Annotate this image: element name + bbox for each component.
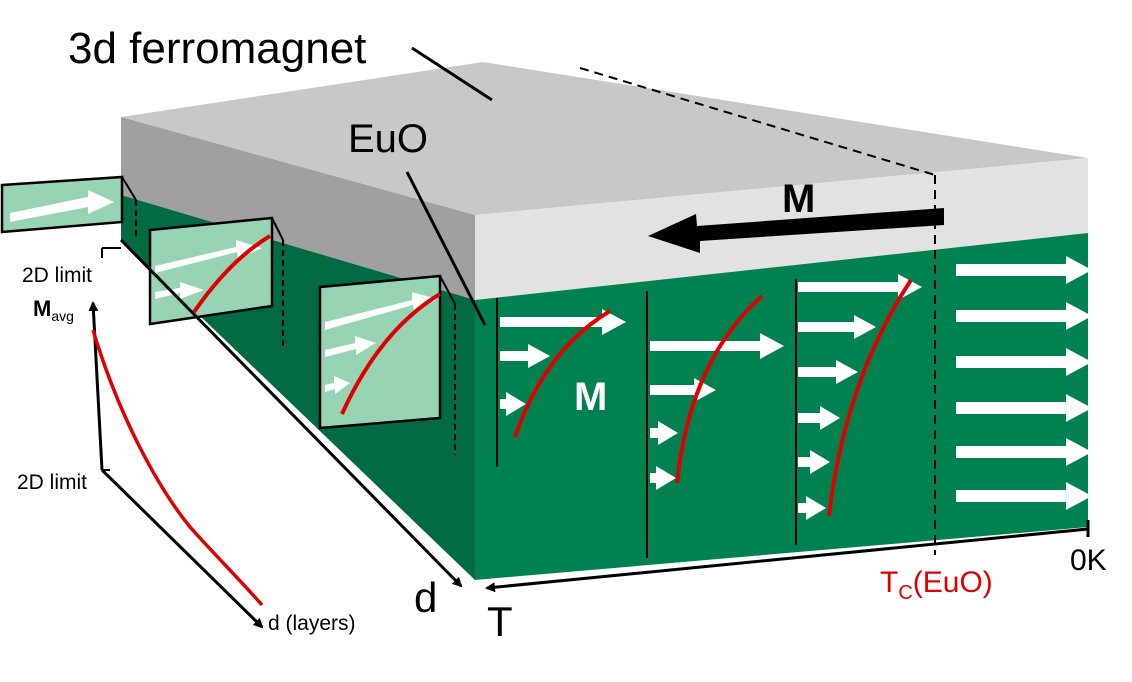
tc-label-rest: (EuO) bbox=[913, 566, 993, 599]
white-right-arrow-icon bbox=[956, 438, 1092, 466]
magnetization-arrows bbox=[500, 256, 1092, 520]
white-right-arrow-icon bbox=[500, 309, 626, 335]
profile-curve-1 bbox=[513, 309, 612, 438]
axis-d bbox=[119, 238, 463, 588]
d-layers-label: d (layers) bbox=[268, 612, 356, 635]
white-right-arrow-icon bbox=[798, 274, 922, 300]
euo-label: EuO bbox=[348, 117, 428, 161]
side-panel-1 bbox=[0, 175, 137, 240]
inset-graph bbox=[88, 247, 264, 629]
white-right-arrow-icon bbox=[798, 406, 840, 430]
ferromagnet-left-face bbox=[121, 117, 475, 300]
inset-y-axis bbox=[88, 301, 104, 471]
m-inner-label: M bbox=[574, 375, 607, 419]
white-right-arrow-icon bbox=[956, 256, 1092, 284]
profile-curve-3 bbox=[827, 278, 913, 517]
white-right-arrow-icon bbox=[798, 496, 826, 520]
euo-leader bbox=[405, 171, 487, 326]
white-right-arrow-icon bbox=[956, 348, 1092, 376]
white-right-arrow-icon bbox=[956, 482, 1092, 510]
tc-label-sub: C bbox=[898, 582, 912, 604]
ferromagnet-leader bbox=[411, 46, 493, 102]
profile-curve-2 bbox=[675, 294, 764, 484]
side-panel-2 bbox=[148, 216, 284, 350]
tc-dashed-top bbox=[579, 67, 936, 176]
white-right-arrow-icon bbox=[798, 450, 830, 474]
white-right-arrow-icon bbox=[500, 392, 526, 416]
m-avg-main: M bbox=[33, 296, 51, 321]
white-right-arrow-icon bbox=[956, 302, 1092, 330]
white-right-arrow-icon bbox=[798, 360, 858, 384]
white-right-arrow-icon bbox=[650, 421, 678, 445]
inset-x-axis bbox=[100, 468, 264, 629]
m-top-label: M bbox=[782, 177, 815, 221]
axis-d-label: d bbox=[414, 574, 437, 621]
tc-label: TC(EuO) bbox=[880, 566, 993, 604]
side-panel-3 bbox=[318, 274, 456, 455]
white-right-arrow-icon bbox=[956, 394, 1092, 422]
two-d-limit-top-label: 2D limit bbox=[22, 264, 92, 287]
inset-curve bbox=[91, 329, 264, 607]
axis-T-label: T bbox=[487, 598, 513, 645]
axis-T bbox=[485, 527, 1089, 593]
zero-k-label: 0K bbox=[1070, 544, 1107, 577]
big-left-arrow-icon bbox=[648, 208, 944, 253]
white-right-arrow-icon bbox=[650, 466, 676, 490]
ferromagnet-label: 3d ferromagnet bbox=[68, 24, 366, 73]
ferromagnet-top-face bbox=[121, 62, 1088, 215]
two-d-limit-bottom-label: 2D limit bbox=[17, 471, 87, 494]
m-avg-label: Mavg bbox=[33, 296, 74, 324]
m-avg-sub: avg bbox=[51, 308, 74, 324]
white-right-arrow-icon bbox=[798, 315, 876, 339]
white-right-arrow-icon bbox=[500, 344, 550, 368]
white-right-arrow-icon bbox=[650, 333, 784, 359]
tc-label-T: T bbox=[880, 566, 898, 599]
